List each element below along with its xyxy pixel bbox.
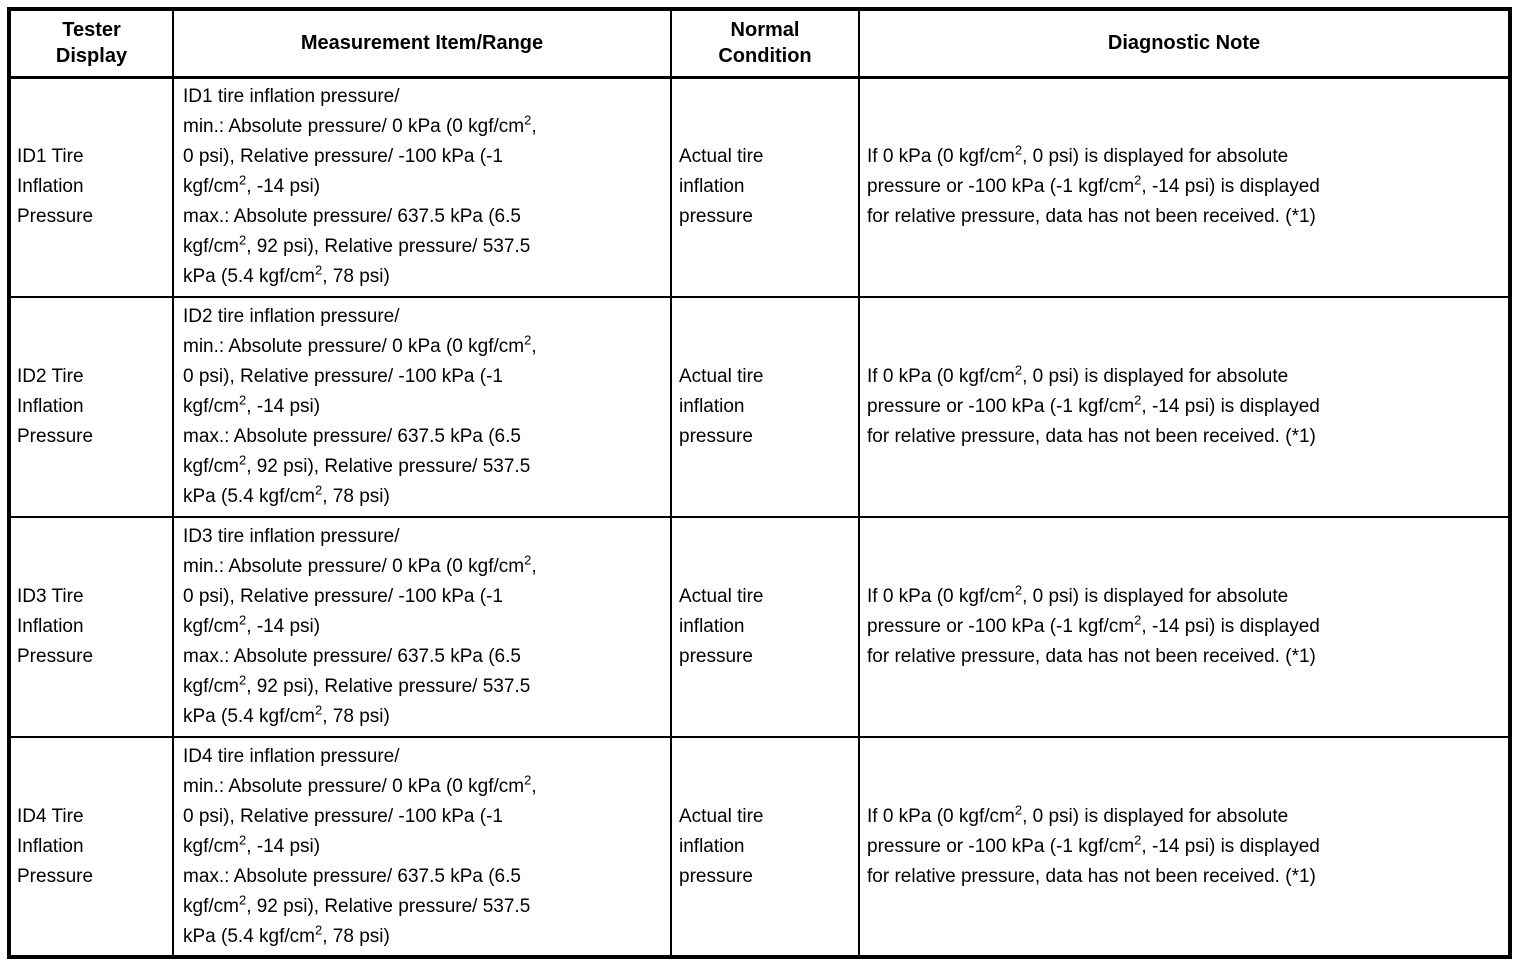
tester-display-cell: ID2 Tire Inflation Pressure — [8, 296, 174, 518]
measurement-item-range-cell: ID3 tire inflation pressure/min.: Absolu… — [172, 516, 672, 738]
diagnostic-note-cell: If 0 kPa (0 kgf/cm2, 0 psi) is displayed… — [858, 76, 1511, 298]
table-row: ID3 Tire Inflation Pressure ID3 tire inf… — [8, 516, 1511, 738]
measurement-item-range-text: ID4 tire inflation pressure/min.: Absolu… — [183, 745, 537, 947]
normal-condition-cell: Actual tire inflation pressure — [670, 516, 860, 738]
tester-display-cell: ID1 Tire Inflation Pressure — [8, 76, 174, 298]
measurement-item-range-cell: ID2 tire inflation pressure/min.: Absolu… — [172, 296, 672, 518]
header-normal-condition: Normal Condition — [670, 8, 860, 79]
table-row: ID1 Tire Inflation Pressure ID1 tire inf… — [8, 76, 1511, 298]
tester-display-text: ID2 Tire Inflation Pressure — [17, 366, 94, 447]
tester-display-text: ID4 Tire Inflation Pressure — [17, 805, 94, 887]
header-row: Tester Display Measurement Item/Range No… — [8, 8, 1511, 79]
measurement-item-range-cell: ID4 tire inflation pressure/min.: Absolu… — [172, 736, 672, 958]
tester-display-text: ID3 Tire Inflation Pressure — [17, 586, 94, 667]
normal-condition-cell: Actual tire inflation pressure — [670, 76, 860, 298]
diagnostic-note-cell: If 0 kPa (0 kgf/cm2, 0 psi) is displayed… — [858, 736, 1511, 958]
diagnostic-data-table: Tester Display Measurement Item/Range No… — [7, 7, 1512, 959]
tester-display-cell: ID4 Tire Inflation Pressure — [8, 736, 174, 958]
tester-display-cell: ID3 Tire Inflation Pressure — [8, 516, 174, 738]
diagnostic-note-cell: If 0 kPa (0 kgf/cm2, 0 psi) is displayed… — [858, 516, 1511, 738]
normal-condition-text: Actual tire inflation pressure — [679, 366, 764, 447]
table-row: ID4 Tire Inflation Pressure ID4 tire inf… — [8, 736, 1511, 958]
diagnostic-note-text: If 0 kPa (0 kgf/cm2, 0 psi) is displayed… — [867, 582, 1320, 667]
diagnostic-note-text: If 0 kPa (0 kgf/cm2, 0 psi) is displayed… — [867, 362, 1320, 447]
normal-condition-cell: Actual tire inflation pressure — [670, 296, 860, 518]
tester-display-text: ID1 Tire Inflation Pressure — [17, 146, 94, 228]
measurement-item-range-text: ID3 tire inflation pressure/min.: Absolu… — [183, 526, 537, 727]
header-measurement-item-range: Measurement Item/Range — [172, 8, 672, 79]
measurement-item-range-text: ID2 tire inflation pressure/min.: Absolu… — [183, 306, 537, 507]
table-row: ID2 Tire Inflation Pressure ID2 tire inf… — [8, 296, 1511, 518]
header-diagnostic-note: Diagnostic Note — [858, 8, 1511, 79]
normal-condition-text: Actual tire inflation pressure — [679, 146, 764, 228]
diagnostic-note-text: If 0 kPa (0 kgf/cm2, 0 psi) is displayed… — [867, 802, 1320, 887]
header-tester-display: Tester Display — [8, 8, 174, 79]
diagnostic-note-cell: If 0 kPa (0 kgf/cm2, 0 psi) is displayed… — [858, 296, 1511, 518]
normal-condition-text: Actual tire inflation pressure — [679, 586, 764, 667]
table-body: ID1 Tire Inflation Pressure ID1 tire inf… — [8, 76, 1511, 958]
table-header: Tester Display Measurement Item/Range No… — [8, 8, 1511, 79]
measurement-item-range-cell: ID1 tire inflation pressure/min.: Absolu… — [172, 76, 672, 298]
normal-condition-cell: Actual tire inflation pressure — [670, 736, 860, 958]
diagnostic-note-text: If 0 kPa (0 kgf/cm2, 0 psi) is displayed… — [867, 142, 1320, 228]
normal-condition-text: Actual tire inflation pressure — [679, 805, 764, 887]
measurement-item-range-text: ID1 tire inflation pressure/min.: Absolu… — [183, 86, 537, 288]
